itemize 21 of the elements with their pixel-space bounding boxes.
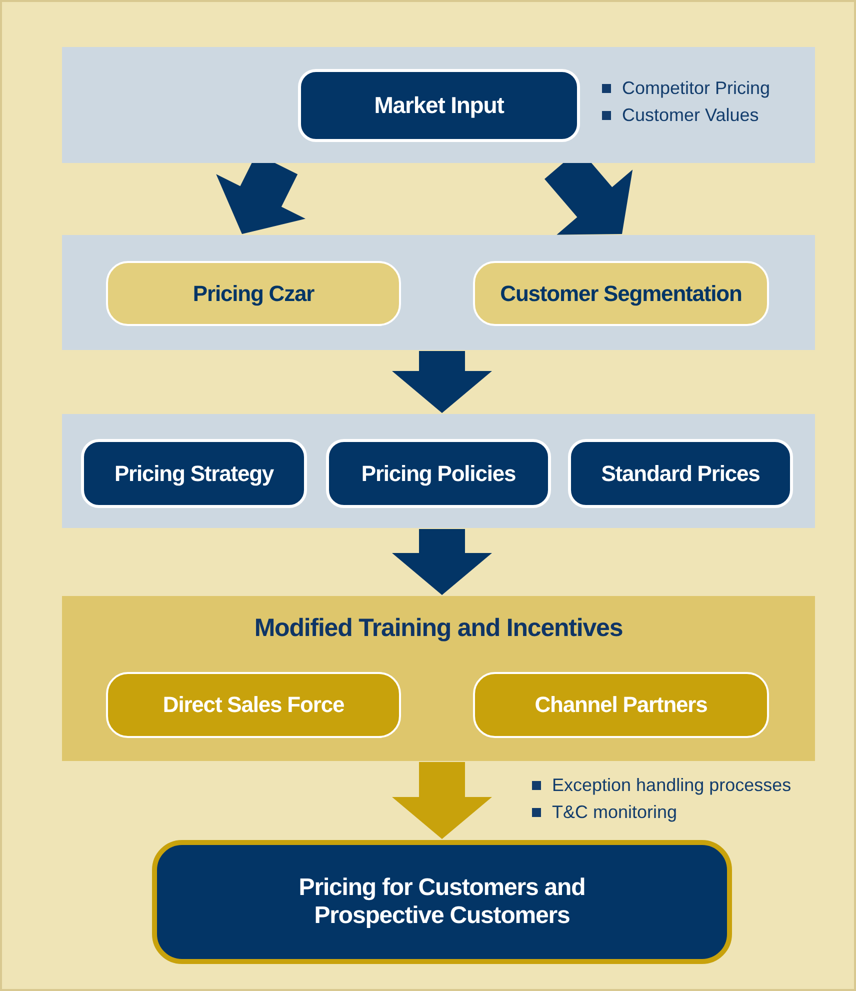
band-heading: Modified Training and Incentives (254, 614, 623, 643)
block-arrow (392, 529, 492, 595)
panel-band (62, 47, 815, 163)
bullet-note: Exception handling processes (532, 775, 792, 796)
process-box: Pricing Policies (326, 439, 551, 508)
panel-band (62, 414, 815, 528)
process-box: Channel Partners (473, 672, 769, 738)
bullet-note: Customer Values (602, 105, 759, 126)
panel-band (62, 235, 815, 350)
process-box: Customer Segmentation (473, 261, 769, 326)
process-box: Direct Sales Force (106, 672, 401, 738)
process-box: Pricing Strategy (81, 439, 307, 508)
process-box: Pricing for Customers and Prospective Customers (152, 840, 732, 964)
process-box: Pricing Czar (106, 261, 401, 326)
panel-band (62, 596, 815, 761)
block-arrow (392, 351, 492, 413)
bullet-note: T&C monitoring (532, 802, 678, 823)
process-box: Market Input (298, 69, 580, 142)
block-arrow (392, 762, 492, 839)
process-box: Standard Prices (568, 439, 793, 508)
bullet-note: Competitor Pricing (602, 78, 770, 99)
